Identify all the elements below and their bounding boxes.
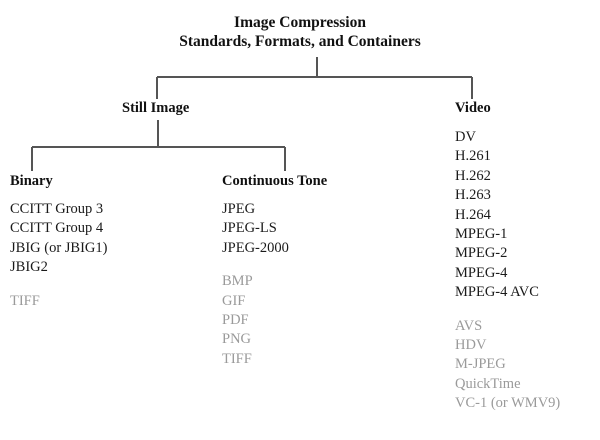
list-item: MPEG-4 xyxy=(455,264,508,281)
list-item: M-JPEG xyxy=(455,356,506,373)
list-item: H.264 xyxy=(455,206,491,223)
list-item: MPEG-2 xyxy=(455,245,508,262)
list-item: QuickTime xyxy=(455,375,521,392)
list-item: H.263 xyxy=(455,187,491,204)
list-item: H.262 xyxy=(455,167,491,184)
diagram-title-line-2: Standards, Formats, and Containers xyxy=(179,33,421,50)
diagram-title: Image Compression Standards, Formats, an… xyxy=(0,13,600,51)
list-item: JBIG (or JBIG1) xyxy=(10,239,108,256)
list-item: MPEG-4 AVC xyxy=(455,284,539,301)
list-binary-formats: CCITT Group 3 CCITT Group 4 JBIG (or JBIG1… xyxy=(10,200,107,311)
list-item: JPEG xyxy=(222,201,256,217)
node-label-continuous-tone: Continuous Tone xyxy=(222,173,328,189)
list-item: PNG xyxy=(222,331,252,348)
list-item: JBIG2 xyxy=(10,259,48,276)
list-item: PDF xyxy=(222,312,249,329)
list-item: JPEG-LS xyxy=(222,220,277,237)
list-item: TIFF xyxy=(222,350,252,367)
node-label-still-image: Still Image xyxy=(122,100,190,116)
list-item: CCITT Group 3 xyxy=(10,201,104,217)
list-item: VC-1 (or WMV9) xyxy=(455,395,561,412)
list-item: AVS xyxy=(455,317,483,334)
list-item: TIFF xyxy=(10,292,40,309)
node-label-video: Video xyxy=(455,100,491,116)
list-item: GIF xyxy=(222,292,246,309)
list-item: CCITT Group 4 xyxy=(10,220,104,237)
list-item: HDV xyxy=(455,337,487,354)
node-label-binary: Binary xyxy=(10,173,53,189)
list-item: BMP xyxy=(222,273,253,290)
list-item: H.261 xyxy=(455,148,491,165)
diagram-title-line-1: Image Compression xyxy=(234,14,366,31)
list-item: DV xyxy=(455,129,476,145)
list-item: MPEG-1 xyxy=(455,226,508,243)
list-item: JPEG-2000 xyxy=(222,239,289,256)
